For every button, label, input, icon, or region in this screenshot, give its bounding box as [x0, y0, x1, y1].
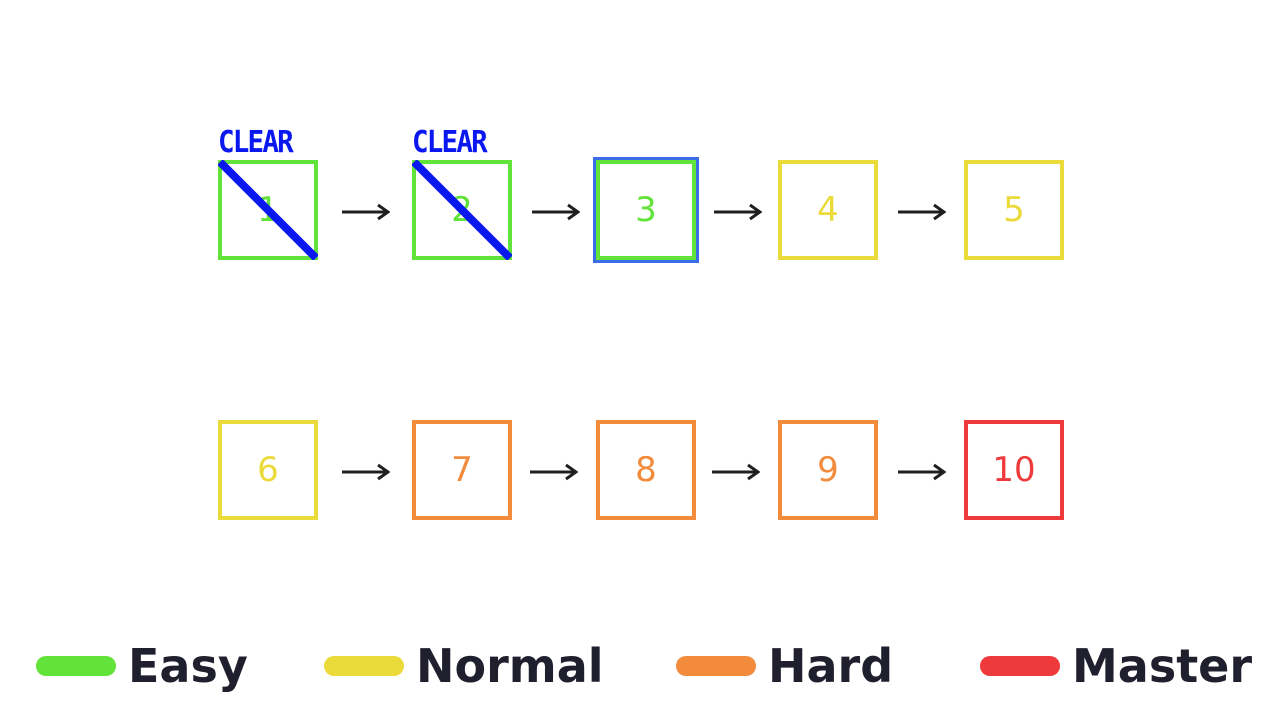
- level-6-button[interactable]: 6: [218, 420, 318, 520]
- level-9-number: 9: [817, 450, 839, 490]
- legend-normal: Normal: [324, 636, 604, 696]
- level-5-number: 5: [1003, 190, 1025, 230]
- level-9-button[interactable]: 9: [778, 420, 878, 520]
- level-1-number: 1: [257, 190, 279, 230]
- right-arrow-icon: [898, 203, 946, 221]
- level-6-number: 6: [257, 450, 279, 490]
- legend-normal-swatch: [324, 656, 404, 676]
- legend-hard-label: Hard: [768, 639, 894, 693]
- legend-hard: Hard: [676, 636, 893, 696]
- level-1-button[interactable]: 1: [218, 160, 318, 260]
- legend-master-swatch: [980, 656, 1060, 676]
- legend-easy-label: Easy: [128, 639, 248, 693]
- right-arrow-icon: [532, 203, 580, 221]
- level-2-number: 2: [451, 190, 473, 230]
- level-7-button[interactable]: 7: [412, 420, 512, 520]
- legend-easy: Easy: [36, 636, 248, 696]
- right-arrow-icon: [342, 463, 390, 481]
- level-2-button[interactable]: 2: [412, 160, 512, 260]
- level-4-number: 4: [817, 190, 839, 230]
- right-arrow-icon: [714, 203, 762, 221]
- clear-label-level-2: CLEAR: [412, 125, 488, 160]
- level-10-number: 10: [992, 450, 1036, 490]
- legend-master: Master: [980, 636, 1252, 696]
- legend-easy-swatch: [36, 656, 116, 676]
- level-5-button[interactable]: 5: [964, 160, 1064, 260]
- right-arrow-icon: [712, 463, 760, 481]
- clear-label-level-1: CLEAR: [218, 125, 294, 160]
- level-7-number: 7: [451, 450, 473, 490]
- level-3-number: 3: [635, 190, 657, 230]
- legend-hard-swatch: [676, 656, 756, 676]
- right-arrow-icon: [342, 203, 390, 221]
- legend-master-label: Master: [1072, 639, 1253, 693]
- right-arrow-icon: [530, 463, 578, 481]
- right-arrow-icon: [898, 463, 946, 481]
- level-8-number: 8: [635, 450, 657, 490]
- level-8-button[interactable]: 8: [596, 420, 696, 520]
- level-3-button[interactable]: 3: [593, 157, 699, 263]
- legend-normal-label: Normal: [416, 639, 604, 693]
- level-10-button[interactable]: 10: [964, 420, 1064, 520]
- level-4-button[interactable]: 4: [778, 160, 878, 260]
